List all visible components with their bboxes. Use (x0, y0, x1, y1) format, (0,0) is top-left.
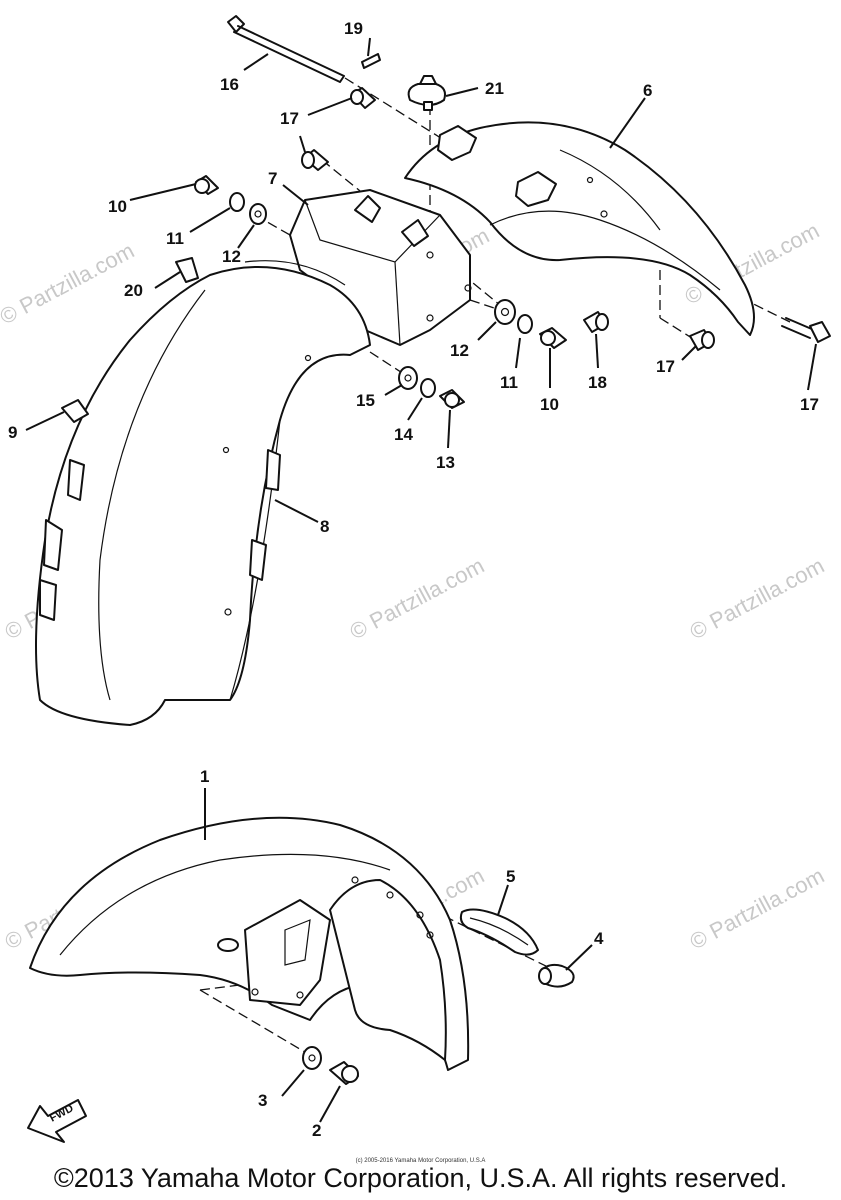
callout-10: 10 (108, 197, 127, 216)
callout-11: 11 (500, 373, 518, 392)
callout-17: 17 (280, 109, 299, 128)
part-17-collar-mid (301, 149, 329, 171)
part-6-rear-fender-upper (404, 121, 755, 336)
part-12-washer-right (494, 299, 516, 325)
callout-10: 10 (540, 395, 559, 414)
callout-7: 7 (268, 169, 277, 188)
callout-13: 13 (436, 453, 455, 472)
watermark: © Partzilla.com (0, 238, 138, 330)
part-11-washer-right (517, 314, 533, 334)
callout-5: 5 (506, 867, 515, 886)
part-18-long-bolt (227, 15, 345, 83)
part-12-washer-left (249, 203, 267, 225)
part-2-bolt (329, 1061, 359, 1085)
part-21-damper (407, 75, 446, 111)
part-17-collar-lower (689, 329, 715, 351)
part-10-bolt-right (539, 327, 567, 349)
callout-12: 12 (450, 341, 469, 360)
callout-15: 15 (356, 391, 375, 410)
callout-3: 3 (258, 1091, 267, 1110)
fwd-arrow: FWD (27, 1099, 87, 1143)
callout-21: 21 (485, 79, 504, 98)
part-14-lock-washer (420, 378, 436, 398)
part-10-bolt-left (194, 175, 219, 195)
watermark: © Partzilla.com (346, 553, 489, 645)
callout-18: 16 (220, 75, 239, 94)
watermark: © Partzilla.com (686, 553, 829, 645)
leader-lines (25, 37, 817, 1123)
callout-20: 20 (124, 281, 143, 300)
callouts: 16 19 17 21 6 7 10 11 12 20 9 8 12 11 10… (8, 19, 819, 1140)
part-9-clip (61, 399, 89, 423)
small-copyright: (c) 2005-2016 Yamaha Motor Corporation, … (355, 1158, 486, 1164)
callout-19: 19 (344, 19, 363, 38)
callout-17: 17 (656, 357, 675, 376)
callout-11: 11 (166, 229, 184, 248)
callout-6: 6 (643, 81, 652, 100)
part-17-collar-right (583, 311, 609, 333)
callout-2: 2 (312, 1121, 321, 1140)
part-19-pin (361, 53, 381, 69)
callout-12: 12 (222, 247, 241, 266)
watermark: © Partzilla.com (686, 863, 829, 955)
callout-4: 4 (594, 929, 604, 948)
callout-16: 17 (800, 395, 819, 414)
part-16-long-bolt (781, 317, 831, 343)
callout-9: 9 (8, 423, 17, 442)
part-11-washer-left (229, 192, 245, 212)
copyright-footer: ©2013 Yamaha Motor Corporation, U.S.A. A… (53, 1163, 788, 1193)
callout-1: 1 (200, 767, 209, 786)
callout-17: 18 (588, 373, 607, 392)
part-17-collar-top (350, 87, 376, 109)
part-3-washer (302, 1046, 322, 1070)
callout-14: 14 (394, 425, 413, 444)
part-7-fender-bracket (289, 189, 472, 346)
part-15-washer (398, 366, 418, 390)
part-5-trim (459, 908, 539, 956)
part-13-screw (439, 389, 465, 409)
part-1-front-fender (29, 816, 470, 1071)
part-4-emblem (538, 963, 575, 988)
part-20-clip (175, 257, 199, 283)
callout-8: 8 (320, 517, 329, 536)
part-8-rear-fender (35, 260, 371, 726)
